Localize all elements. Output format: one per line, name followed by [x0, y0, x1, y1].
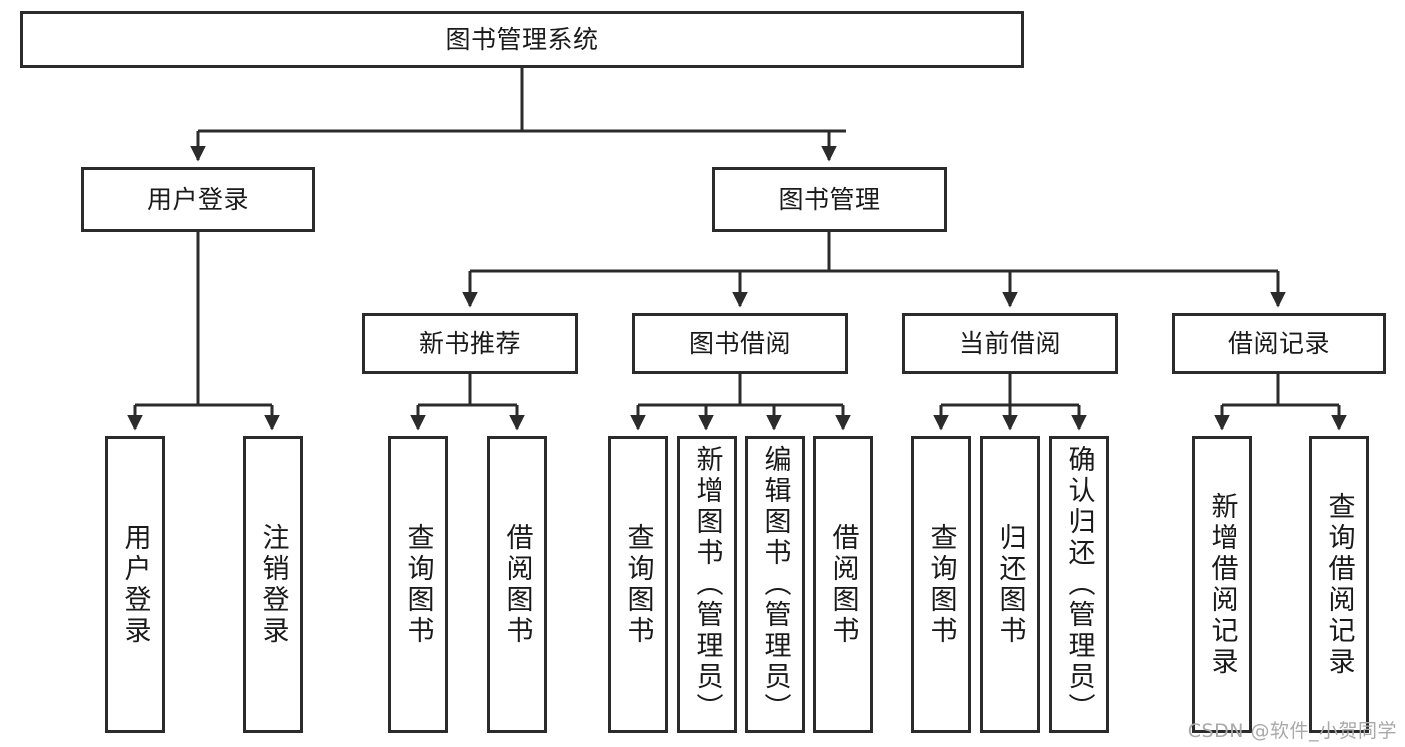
leaf-user-login-signout[interactable]: 注销登录: [243, 436, 303, 733]
node-label: 借阅图书: [501, 522, 533, 647]
node-label: 新书推荐: [418, 328, 521, 358]
node-root-system[interactable]: 图书管理系统: [20, 11, 1024, 68]
node-label: 注销登录: [257, 522, 289, 647]
leaf-borrow-borrow-book[interactable]: 借阅图书: [813, 436, 873, 733]
leaf-current-query-book[interactable]: 查询图书: [911, 436, 971, 733]
node-label: 查询图书: [622, 522, 654, 647]
node-label: 归还图书: [994, 522, 1026, 647]
node-label: 编辑图书（管理员）: [759, 445, 791, 724]
node-label: 用户登录: [119, 522, 151, 647]
node-label: 图书借阅: [688, 328, 791, 358]
leaf-record-query-record[interactable]: 查询借阅记录: [1309, 436, 1369, 733]
csdn-watermark: CSDN @软件_小贺同学: [1187, 720, 1397, 742]
node-label: 借阅记录: [1227, 328, 1330, 358]
leaf-current-return-book[interactable]: 归还图书: [980, 436, 1040, 733]
node-label: 借阅图书: [827, 522, 859, 647]
node-user-login[interactable]: 用户登录: [81, 167, 315, 232]
node-label: 图书管理: [778, 184, 881, 214]
node-book-borrow[interactable]: 图书借阅: [632, 313, 848, 374]
node-label: 新增图书（管理员）: [691, 445, 723, 724]
node-label: 查询图书: [402, 522, 434, 647]
node-label: 查询图书: [925, 522, 957, 647]
node-label: 查询借阅记录: [1323, 491, 1355, 678]
node-label: 新增借阅记录: [1206, 491, 1238, 678]
node-label: 图书管理系统: [445, 24, 599, 54]
leaf-current-confirm-return-admin[interactable]: 确认归还（管理员）: [1049, 436, 1109, 733]
leaf-borrow-query-book[interactable]: 查询图书: [608, 436, 668, 733]
leaf-recommend-borrow-book[interactable]: 借阅图书: [487, 436, 547, 733]
node-new-book-recommend[interactable]: 新书推荐: [362, 313, 578, 374]
node-label: 确认归还（管理员）: [1063, 445, 1095, 724]
leaf-borrow-edit-book-admin[interactable]: 编辑图书（管理员）: [745, 436, 805, 733]
node-label: 用户登录: [146, 184, 249, 214]
leaf-recommend-query-book[interactable]: 查询图书: [388, 436, 448, 733]
node-current-borrow[interactable]: 当前借阅: [902, 313, 1118, 374]
node-borrow-record[interactable]: 借阅记录: [1172, 313, 1386, 374]
leaf-user-login-signin[interactable]: 用户登录: [105, 436, 165, 733]
node-book-management[interactable]: 图书管理: [712, 167, 947, 232]
node-label: 当前借阅: [958, 328, 1061, 358]
leaf-borrow-add-book-admin[interactable]: 新增图书（管理员）: [677, 436, 737, 733]
leaf-record-add-record[interactable]: 新增借阅记录: [1192, 436, 1252, 733]
